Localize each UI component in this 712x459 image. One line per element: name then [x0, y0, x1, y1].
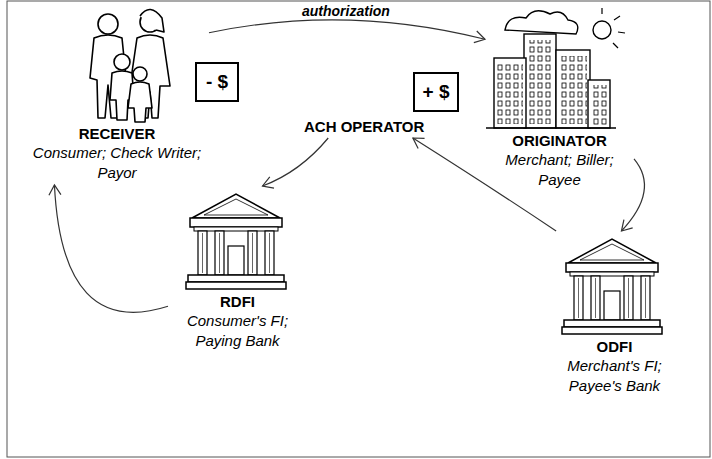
debit-box: - $: [195, 62, 239, 102]
odfi-node: ODFIMerchant's FI; Payee's Bank: [545, 231, 684, 398]
flow-arrow: [54, 185, 168, 312]
rdfi-node: RDFIConsumer's FI; Paying Bank: [168, 186, 307, 353]
node-title: ORIGINATOR: [487, 132, 632, 150]
node-title: - $: [206, 71, 228, 93]
node-title: RDFI: [170, 293, 305, 311]
node-title: + $: [423, 81, 450, 103]
originator-node: ORIGINATORMerchant; Biller; Payee: [485, 8, 634, 192]
node-description: Consumer's FI; Paying Bank: [170, 311, 305, 351]
flow-arrow: [209, 20, 485, 39]
node-title: ODFI: [547, 338, 682, 356]
node-description: Consumer; Check Writer; Payor: [27, 143, 207, 183]
flow-arrow: [263, 138, 329, 186]
node-title: ACH OPERATOR: [304, 118, 424, 136]
node-description: Merchant's FI; Payee's Bank: [547, 356, 682, 396]
node-title: RECEIVER: [27, 125, 207, 143]
credit-box: + $: [413, 72, 459, 112]
node-description: Merchant; Biller; Payee: [487, 150, 632, 190]
edge-label: authorization: [299, 3, 393, 19]
flow-arrow: [621, 159, 644, 231]
receiver-node: RECEIVERConsumer; Check Writer; Payor: [25, 8, 209, 185]
operator-node: ACH OPERATOR: [300, 116, 428, 138]
